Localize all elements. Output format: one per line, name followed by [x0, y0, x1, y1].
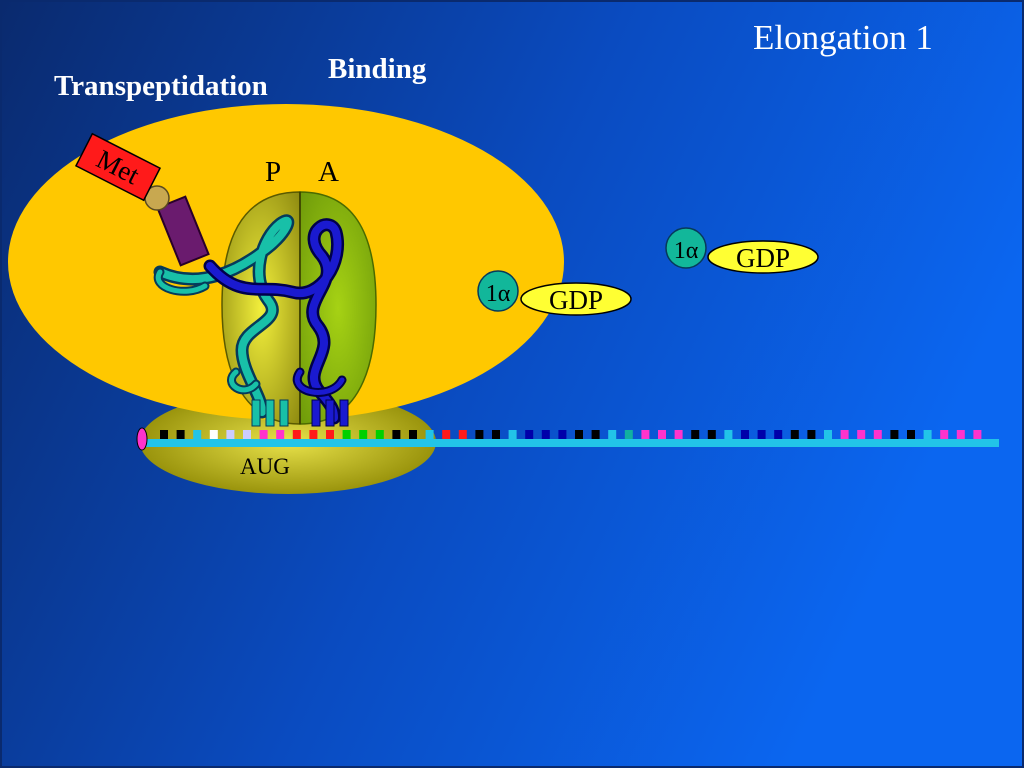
- codon-mark: [724, 430, 733, 439]
- gdp-oval: [707, 240, 819, 274]
- factor-complex-2: GDP 1α: [477, 270, 632, 316]
- codon-mark: [492, 430, 500, 439]
- codon-mark: [591, 430, 600, 439]
- codon-mark: [176, 430, 185, 439]
- codon-mark: [890, 430, 899, 439]
- codon-mark: [624, 430, 633, 439]
- codon-mark: [392, 430, 401, 439]
- subunit-label: 1α: [486, 281, 511, 307]
- mrna-strand: [142, 439, 999, 447]
- codon-mark: [508, 430, 517, 439]
- codon-mark: [857, 430, 866, 439]
- a-site-label: A: [318, 156, 339, 188]
- codon-mark: [575, 430, 583, 439]
- codon-mark: [243, 430, 251, 439]
- slide-title: Elongation 1: [753, 18, 933, 57]
- gdp-label: GDP: [736, 243, 790, 273]
- p-site-label: P: [265, 156, 282, 188]
- codon-mark: [226, 430, 235, 439]
- gdp-label: GDP: [549, 285, 603, 315]
- codon-mark: [409, 430, 417, 439]
- transpeptidation-label: Transpeptidation: [54, 70, 268, 102]
- codon-mark: [658, 430, 666, 439]
- codon-mark: [276, 430, 285, 439]
- codon-mark: [442, 430, 451, 439]
- mrna-cap: [136, 427, 148, 451]
- anticodon-p: [251, 399, 289, 427]
- trna-acceptor-block: [156, 195, 210, 267]
- codon-mark: [375, 430, 384, 439]
- codon-mark: [674, 430, 683, 439]
- codon-mark: [907, 430, 915, 439]
- codon-label: AUG: [240, 454, 290, 479]
- codon-mark: [741, 430, 749, 439]
- gdp-oval: [520, 282, 632, 316]
- codon-mark: [525, 430, 534, 439]
- codon-mark: [790, 430, 799, 439]
- codon-mark: [774, 430, 783, 439]
- binding-label: Binding: [328, 53, 427, 85]
- codon-mark: [541, 430, 550, 439]
- codon-mark: [956, 430, 965, 439]
- trna-ribbon-p: [153, 214, 295, 419]
- trna-ribbon-a: [203, 218, 347, 425]
- codon-mark: [824, 430, 832, 439]
- codon-mark: [342, 430, 351, 439]
- subunit-label: 1α: [674, 238, 699, 264]
- codon-mark: [458, 430, 467, 439]
- codon-mark: [359, 430, 368, 439]
- mrna-codon-marks: [160, 430, 982, 439]
- codon-mark: [209, 430, 218, 439]
- codon-mark: [193, 430, 202, 439]
- codon-mark: [309, 430, 318, 439]
- factor-complex-1: GDP 1α: [665, 227, 819, 274]
- codon-mark: [475, 430, 484, 439]
- codon-mark: [641, 430, 650, 439]
- codon-mark: [873, 430, 882, 439]
- codon-mark: [558, 430, 567, 439]
- subunit-badge: [665, 227, 707, 269]
- subunit-badge: [477, 270, 519, 312]
- codon-mark: [840, 430, 849, 439]
- codon-mark: [757, 430, 766, 439]
- codon-mark: [707, 430, 716, 439]
- codon-mark: [940, 430, 949, 439]
- codon-mark: [259, 430, 268, 439]
- codon-mark: [973, 430, 982, 439]
- codon-mark: [160, 430, 168, 439]
- codon-mark: [691, 430, 700, 439]
- codon-mark: [923, 430, 932, 439]
- codon-mark: [292, 430, 301, 439]
- codon-mark: [326, 430, 334, 439]
- codon-mark: [807, 430, 816, 439]
- codon-mark: [425, 430, 434, 439]
- codon-mark: [608, 430, 617, 439]
- anticodon-a: [311, 399, 349, 427]
